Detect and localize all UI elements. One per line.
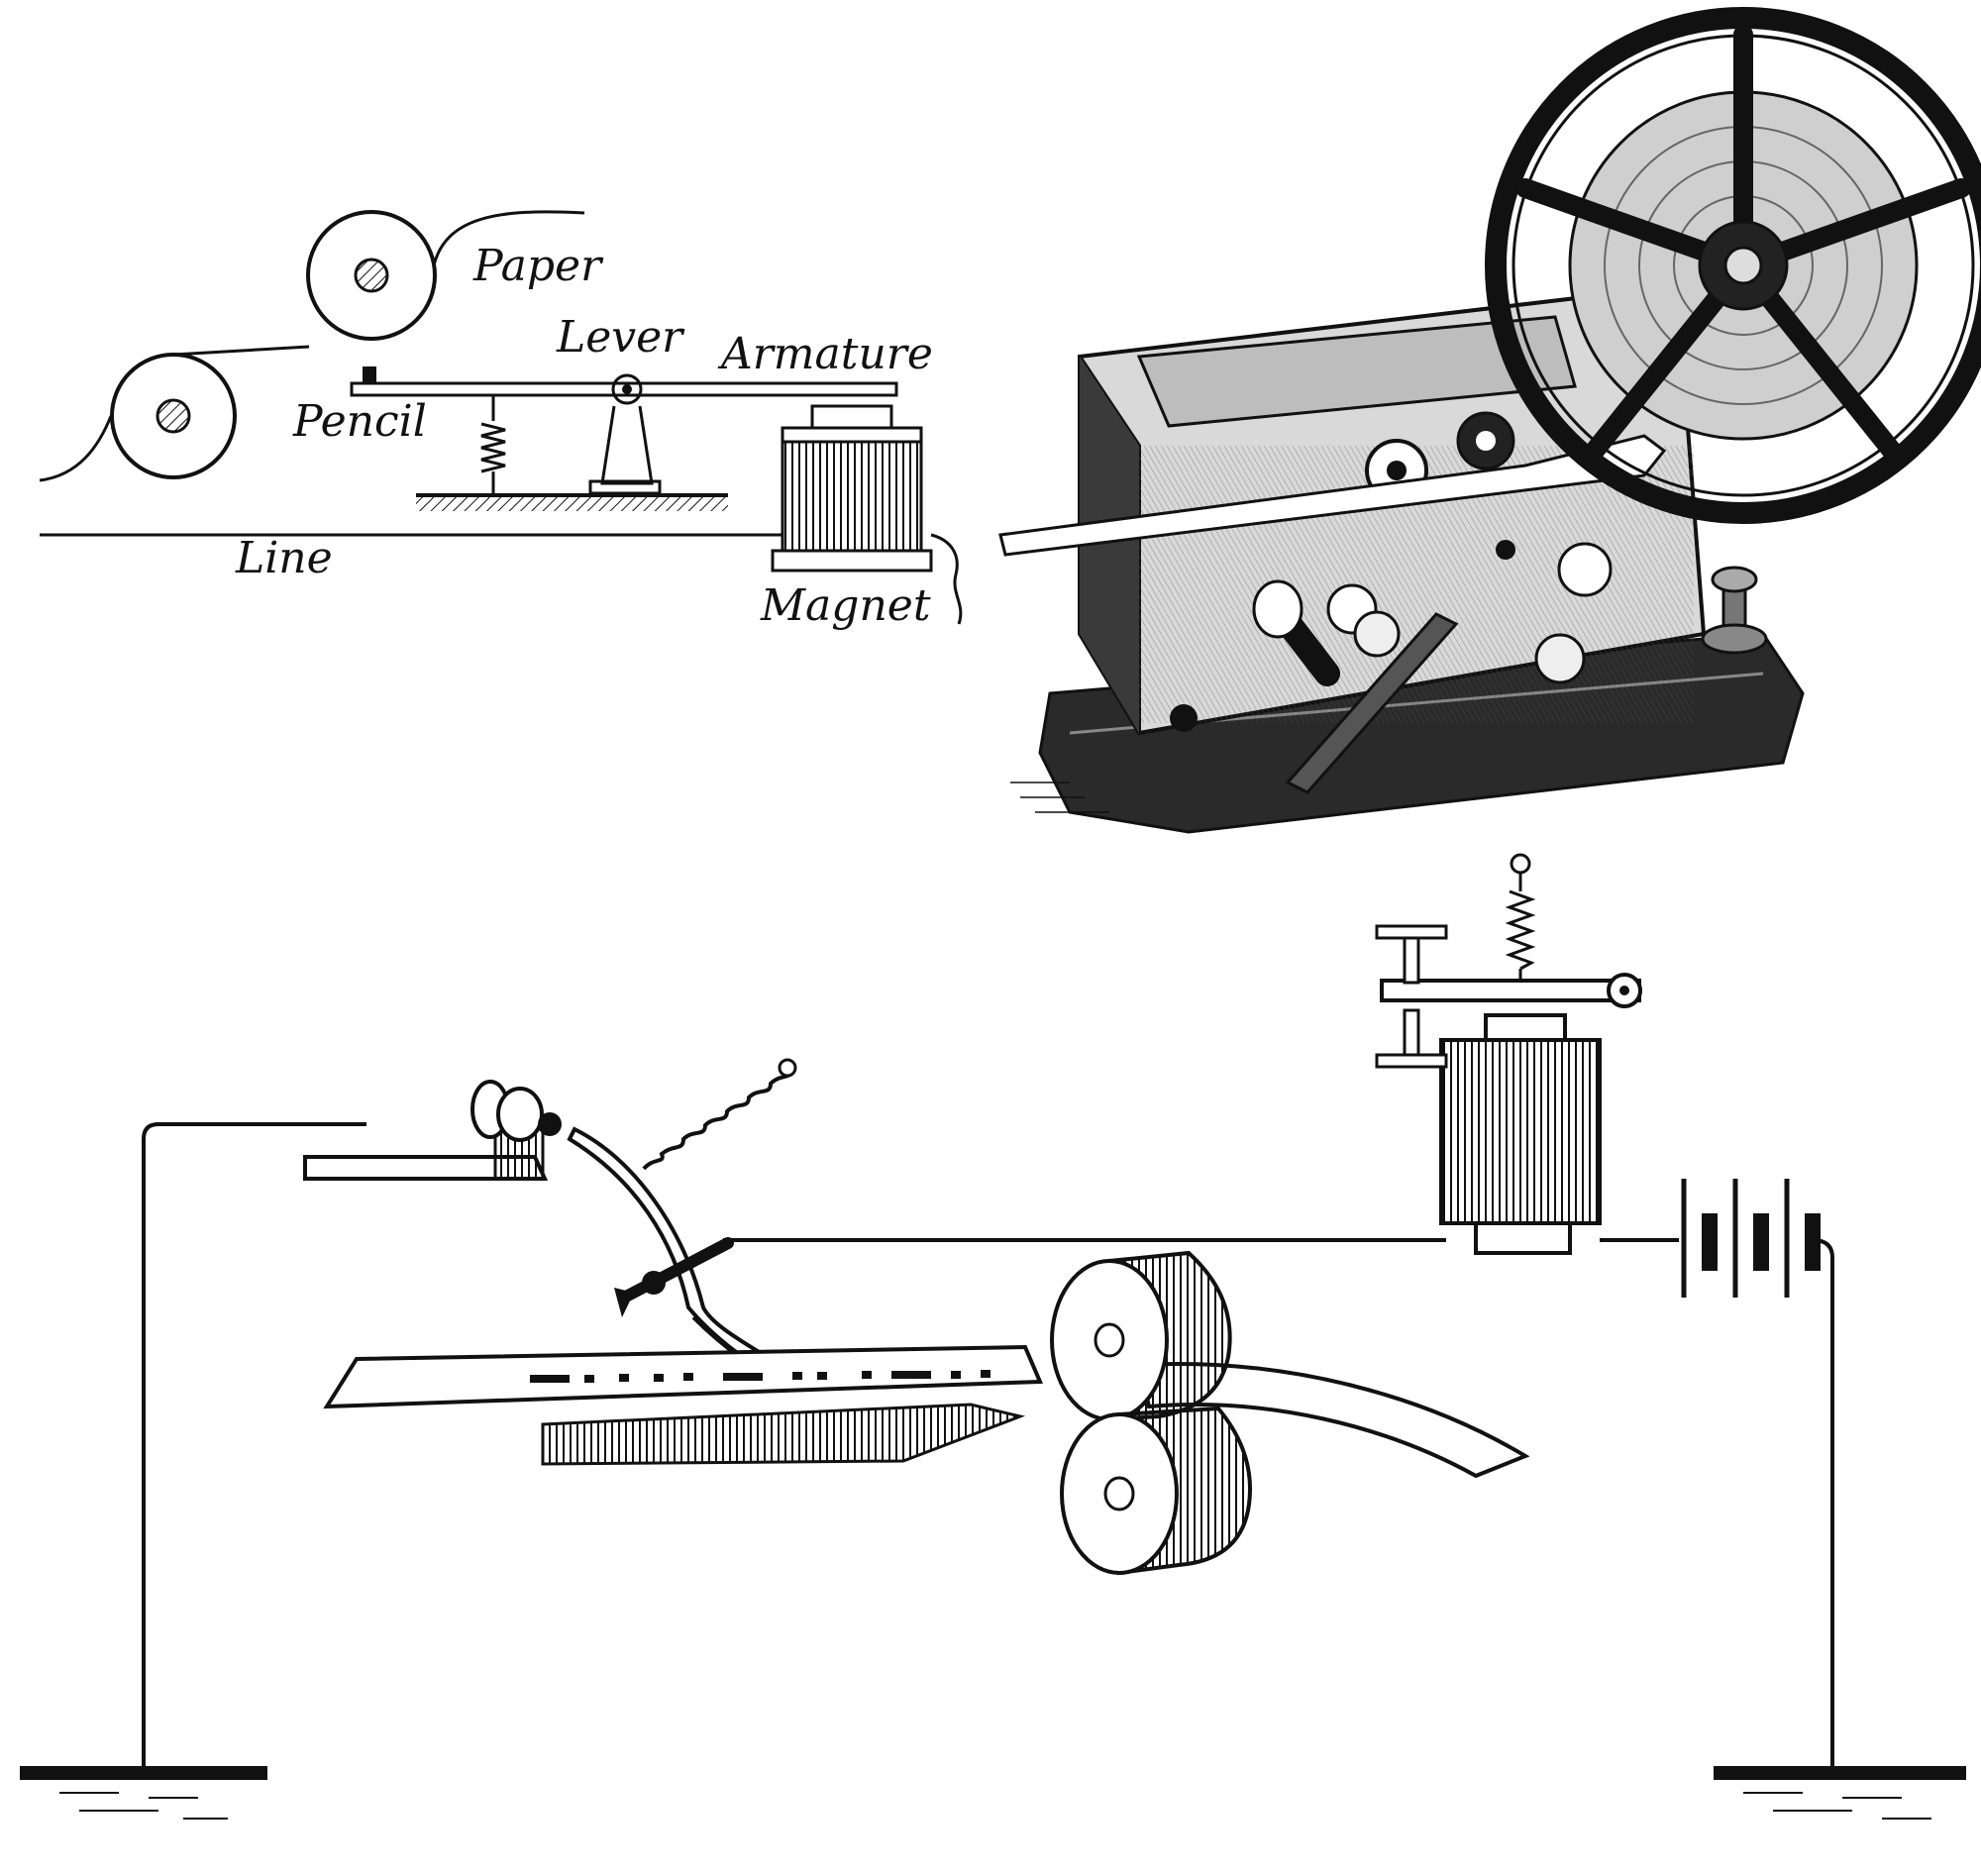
lever: [350, 366, 898, 495]
right-ground-wire: [1812, 1238, 1834, 1768]
perforated-tape: [323, 1344, 1530, 1479]
telegraph-register-engraving: [998, 7, 1981, 834]
paper-take-up-roll: [306, 210, 585, 341]
label-magnet: Magnet: [760, 580, 931, 631]
label-paper: Paper: [472, 241, 604, 291]
platen-block: [541, 1403, 1026, 1466]
stylus-lever: [567, 1058, 797, 1386]
base-plate: [416, 493, 728, 511]
recorder-circuit-diagram: [20, 853, 1966, 1820]
upper-feed-roller: [1050, 1250, 1232, 1422]
paper-tape: [998, 434, 1667, 557]
lever-spring: [480, 395, 506, 493]
relay-electromagnet: [1375, 853, 1642, 1255]
left-ground-plate: [20, 1766, 267, 1820]
contact-stop: [303, 1080, 562, 1181]
paper-reel: [1485, 7, 1981, 524]
right-ground-plate: [1714, 1766, 1966, 1820]
morse-recorder-schematic: Paper Lever Armature Pencil Line Magnet: [39, 210, 963, 631]
battery: [1681, 1179, 1821, 1298]
label-line: Line: [235, 533, 333, 583]
crank-handle: [1285, 612, 1459, 794]
paper-supply-roll: [39, 345, 310, 482]
left-ground-wire: [142, 1122, 366, 1768]
electromagnet: [771, 404, 963, 625]
label-armature: Armature: [717, 329, 933, 379]
label-lever: Lever: [556, 312, 685, 363]
gear-3: [1557, 542, 1613, 597]
lower-feed-roller: [1060, 1406, 1252, 1576]
label-pencil: Pencil: [292, 396, 427, 447]
